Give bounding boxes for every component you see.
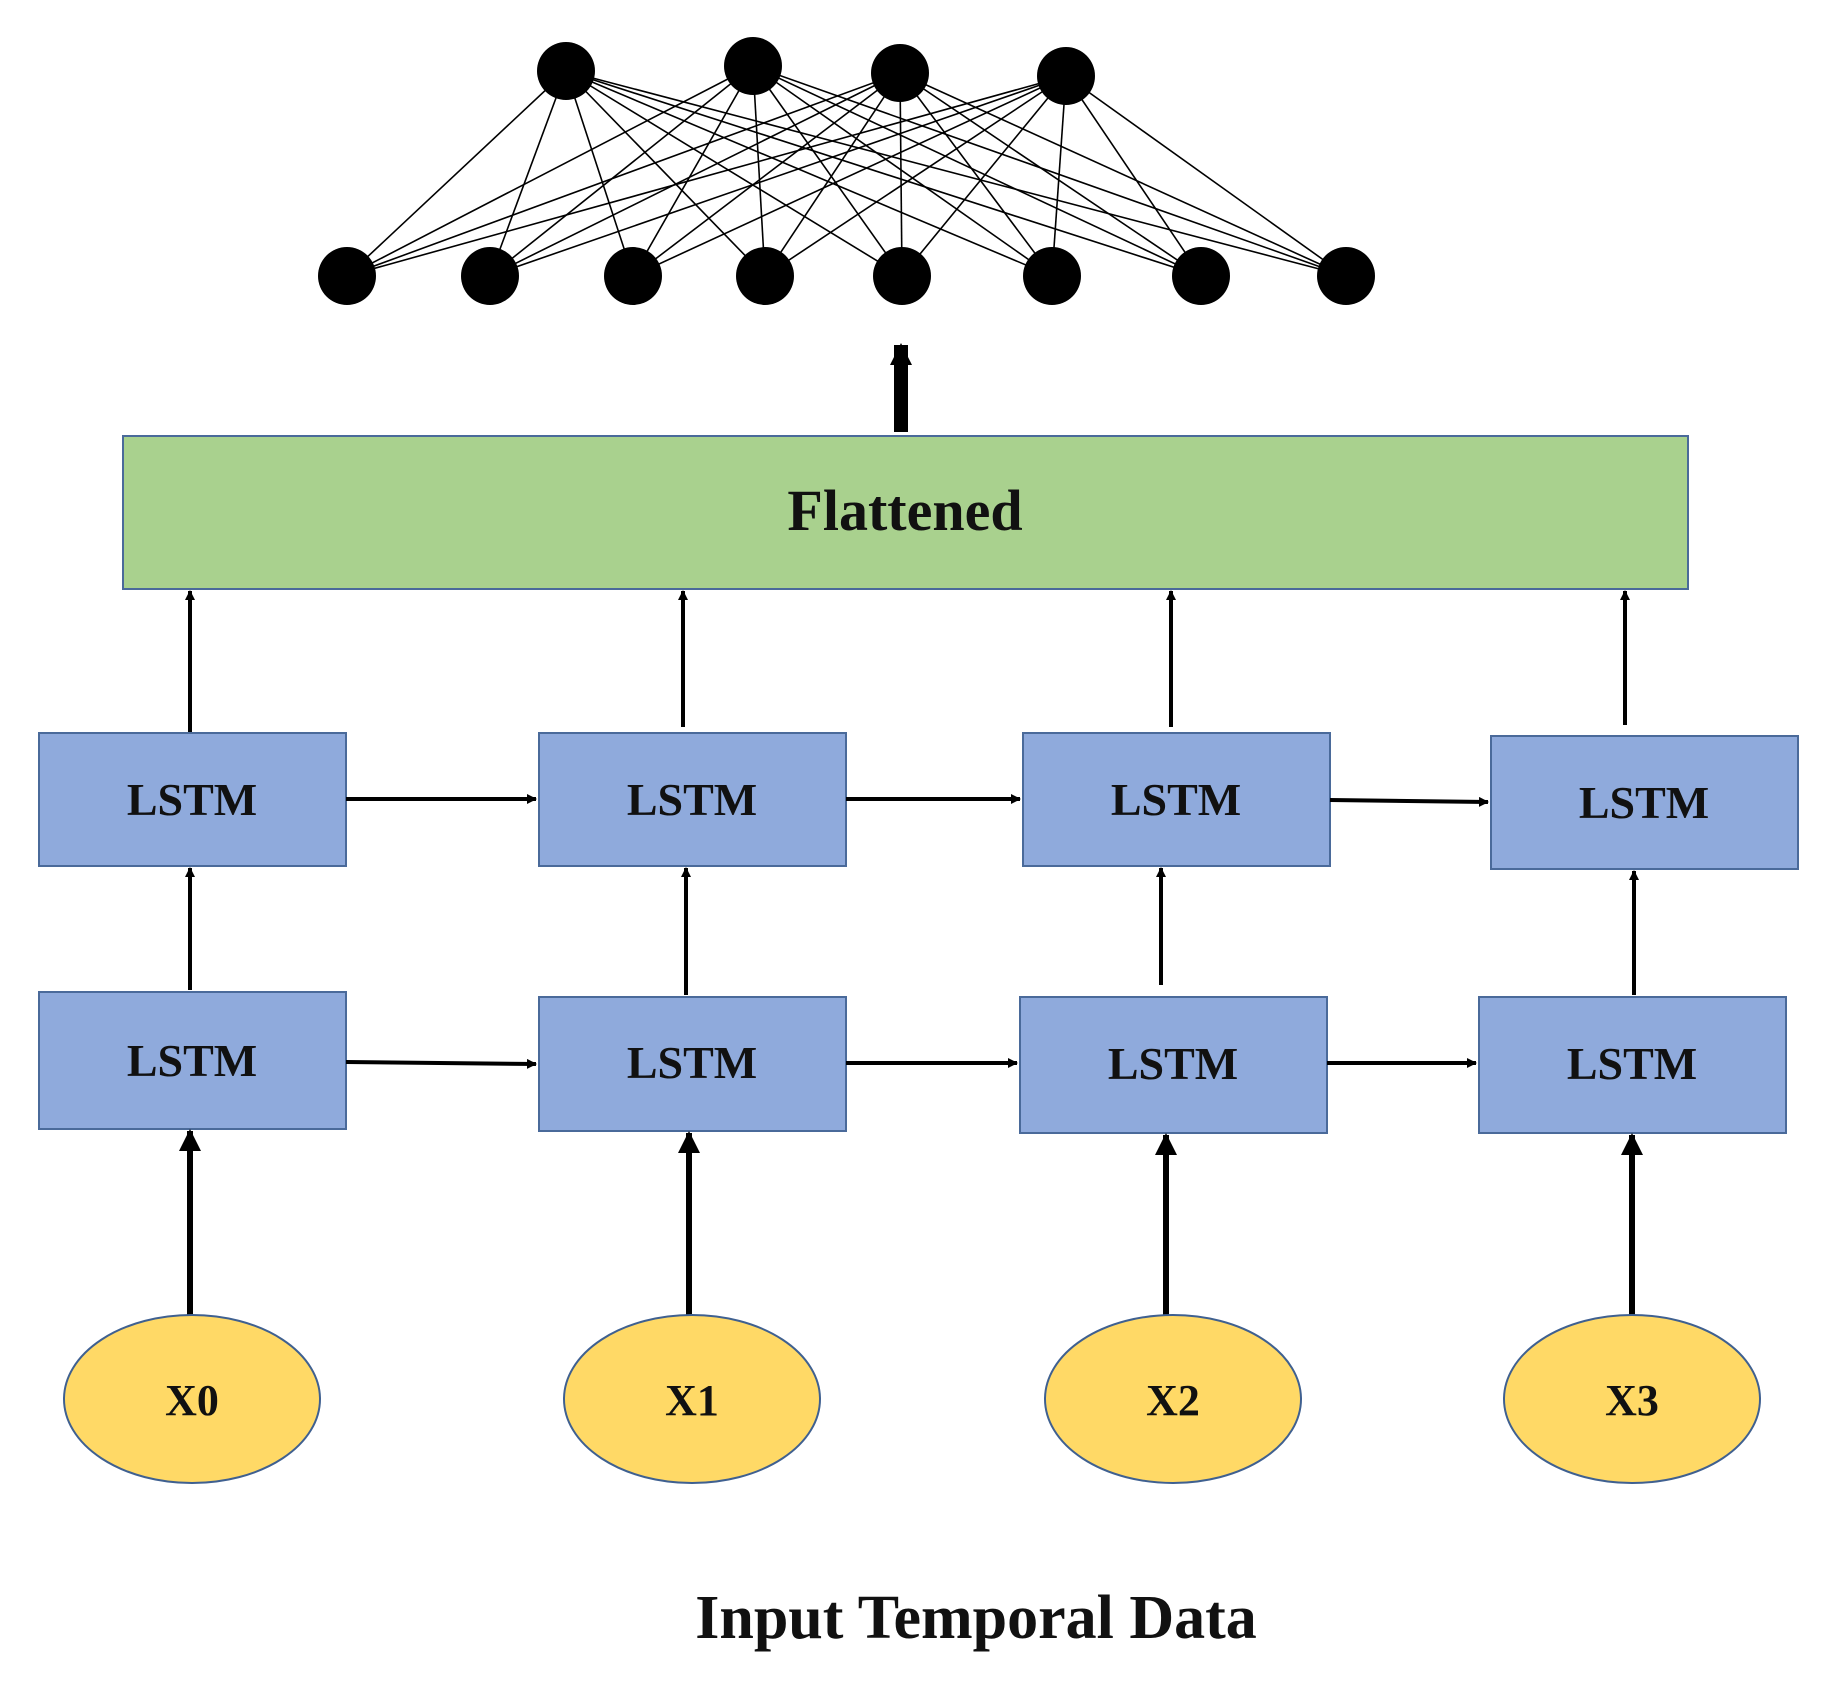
input-x1-ellipse — [563, 1314, 821, 1484]
lstm-upper-2: LSTM — [1022, 732, 1331, 867]
dense-edge-3-6 — [1065, 75, 1202, 277]
dense-edge-3-7 — [1065, 75, 1347, 277]
dense-edge-1-4 — [752, 65, 903, 277]
lstm-upper-2-label: LSTM — [1111, 774, 1241, 825]
dense-edge-0-4 — [565, 70, 903, 277]
lstm-lower-1-box — [538, 996, 847, 1132]
input-x2-label: X2 — [1146, 1376, 1200, 1425]
dense-edge-0-5 — [565, 70, 1053, 277]
input-x3-ellipse — [1503, 1314, 1761, 1484]
flatten-box — [122, 435, 1689, 590]
dense-top-node-0 — [537, 42, 595, 100]
flatten-label: Flattened — [787, 478, 1022, 543]
dense-edge-0-6 — [565, 70, 1202, 277]
upper-to-flatten-arrows — [185, 590, 1630, 733]
lstm-upper-2-box — [1022, 732, 1331, 867]
dense-edge-3-4 — [901, 75, 1067, 277]
lstm-lower-row: LSTM LSTM LSTM LSTM — [38, 991, 1787, 1134]
input-x0-label: X0 — [165, 1376, 219, 1425]
input-row: X0 X1 X2 X3 — [63, 1314, 1761, 1484]
lstm-lower-0-label: LSTM — [127, 1035, 257, 1086]
dense-edge-1-5 — [752, 65, 1053, 277]
lstm-upper-0: LSTM — [38, 732, 347, 867]
input-arrows — [179, 1129, 1643, 1318]
dense-edge-0-0 — [346, 70, 567, 277]
input-x1: X1 — [563, 1314, 821, 1484]
lstm-upper-0-box — [38, 732, 347, 867]
dense-edge-0-2 — [565, 70, 634, 277]
dense-edge-2-0 — [346, 72, 901, 277]
lstm-lower-1: LSTM — [538, 996, 847, 1132]
dense-bottom-node-1 — [461, 247, 519, 305]
dense-bottom-node-4 — [873, 247, 931, 305]
lstm-lower-1-label: LSTM — [627, 1037, 757, 1088]
lstm-lower-0-box — [38, 991, 347, 1130]
input-x0-ellipse — [63, 1314, 321, 1484]
dense-edge-3-0 — [346, 75, 1067, 277]
diagram-caption: Input Temporal Data — [695, 1584, 1257, 1652]
dense-bottom-node-6 — [1172, 247, 1230, 305]
input-x3-label: X3 — [1605, 1376, 1659, 1425]
dense-layer — [318, 37, 1375, 305]
lstm-lower-2-label: LSTM — [1108, 1038, 1238, 1089]
dense-edge-1-1 — [489, 65, 754, 277]
dense-edge-2-3 — [764, 72, 901, 277]
flatten-layer: Flattened — [122, 435, 1689, 590]
dense-top-node-1 — [724, 37, 782, 95]
dense-edge-2-4 — [899, 72, 903, 277]
lstm-upper-0-label: LSTM — [127, 774, 257, 825]
lstm-upper-3: LSTM — [1490, 735, 1799, 870]
lstm-upper-row: LSTM LSTM LSTM LSTM — [38, 732, 1799, 870]
dense-edge-3-5 — [1051, 75, 1067, 277]
dense-bottom-node-0 — [318, 247, 376, 305]
dense-edge-3-2 — [632, 75, 1067, 277]
dense-edge-2-2 — [632, 72, 901, 277]
lower-recurrent-arrows — [345, 1058, 1477, 1069]
dense-edge-0-1 — [489, 70, 567, 277]
dense-edge-3-3 — [764, 75, 1067, 277]
input-x2-ellipse — [1044, 1314, 1302, 1484]
dense-edge-1-3 — [752, 65, 766, 277]
lstm-upper-3-box — [1490, 735, 1799, 870]
upper-recurrent-arrows — [346, 794, 1489, 807]
dense-edge-1-6 — [752, 65, 1202, 277]
lower-to-upper-arrows — [185, 867, 1639, 995]
lstm-upper-1-box — [538, 732, 847, 867]
dense-edge-0-7 — [565, 70, 1347, 277]
dense-bottom-node-2 — [604, 247, 662, 305]
lstm-lower-2: LSTM — [1019, 996, 1328, 1134]
input-x3: X3 — [1503, 1314, 1761, 1484]
dense-connections — [346, 65, 1347, 277]
lstm-lower-2-box — [1019, 996, 1328, 1134]
input-x2: X2 — [1044, 1314, 1302, 1484]
dense-edge-2-7 — [899, 72, 1347, 277]
dense-edge-1-0 — [346, 65, 754, 277]
dense-top-node-3 — [1037, 47, 1095, 105]
dense-edge-3-1 — [489, 75, 1067, 277]
dense-edge-2-5 — [899, 72, 1053, 277]
lstm-lower-3: LSTM — [1478, 996, 1787, 1134]
lstm-upper-3-label: LSTM — [1579, 777, 1709, 828]
dense-edge-1-2 — [632, 65, 754, 277]
dense-edge-1-7 — [752, 65, 1347, 277]
dense-top-node-2 — [871, 44, 929, 102]
dense-edge-2-1 — [489, 72, 901, 277]
dense-bottom-node-7 — [1317, 247, 1375, 305]
input-x0: X0 — [63, 1314, 321, 1484]
lstm-lower-3-label: LSTM — [1567, 1038, 1697, 1089]
lstm-lower-0: LSTM — [38, 991, 347, 1130]
dense-bottom-node-3 — [736, 247, 794, 305]
dense-edge-2-6 — [899, 72, 1202, 277]
input-x1-label: X1 — [665, 1376, 719, 1425]
arrow-upper-2-to-3 — [1329, 796, 1489, 807]
dense-bottom-node-5 — [1023, 247, 1081, 305]
lstm-upper-1-label: LSTM — [627, 774, 757, 825]
dense-edge-0-3 — [565, 70, 766, 277]
arrow-lower-0-to-1 — [345, 1058, 537, 1069]
lstm-upper-1: LSTM — [538, 732, 847, 867]
